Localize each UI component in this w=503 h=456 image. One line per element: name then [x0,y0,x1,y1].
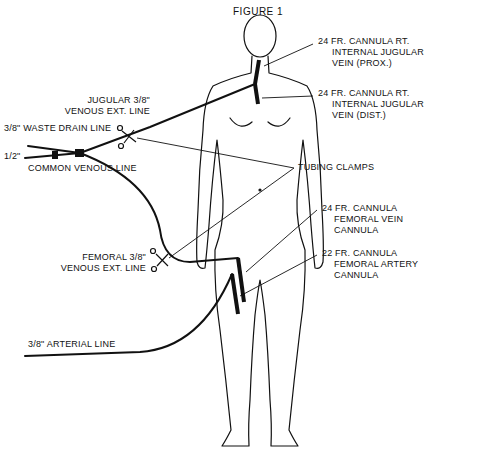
tubing-clamps [118,126,169,272]
callout-label: 24 FR. CANNULA RT. INTERNAL JUGULAR VEIN… [318,36,442,69]
clamp [119,144,124,149]
callout-label: 22 FR. CANNULA FEMORAL ARTERY CANNULA [322,248,444,281]
leader-line [137,138,294,168]
line-connector [52,151,58,159]
body-outline [197,56,324,446]
clamp [151,249,156,254]
human-figure [197,15,324,446]
leader-lines [137,44,317,296]
callout-label: 3/8" WASTE DRAIN LINE [4,123,111,134]
callout-label: FEMORAL 3/8" VENOUS EXT. LINE [50,252,146,274]
callout-label: 24 FR. CANNULA RT. INTERNAL JUGULAR VEIN… [318,88,442,121]
callout-label: 3/8" ARTERIAL LINE [28,339,115,350]
callout-label: TUBING CLAMPS [298,162,374,173]
clamp [152,267,157,272]
figure-title: FIGURE 1 [233,6,283,18]
arterial-line [25,274,232,356]
cannulas [232,60,259,314]
leader-line [240,255,317,296]
connectors [52,149,84,159]
head [244,15,276,57]
leader-line [169,168,294,258]
callout-label: COMMON VENOUS LINE [28,163,137,174]
callout-label: JUGULAR 3/8" VENOUS EXT. LINE [56,95,150,117]
cannula-dist [255,84,258,104]
leader-line [262,96,313,98]
leader-line [246,210,317,272]
clamp [118,126,123,131]
callout-label: 24 FR. CANNULA FEMORAL VEIN CANNULA [322,203,444,236]
y-connector [75,149,84,157]
clamp [122,130,136,143]
chest-line [268,118,290,126]
jugular-venous-line [80,84,255,153]
navel [259,189,261,191]
cannula-prox [255,60,259,84]
leader-line [264,44,313,66]
cannula-femoral-artery [232,274,238,314]
chest-line [230,118,252,126]
callout-label: 1/2" [4,151,21,162]
clamp [156,254,168,266]
